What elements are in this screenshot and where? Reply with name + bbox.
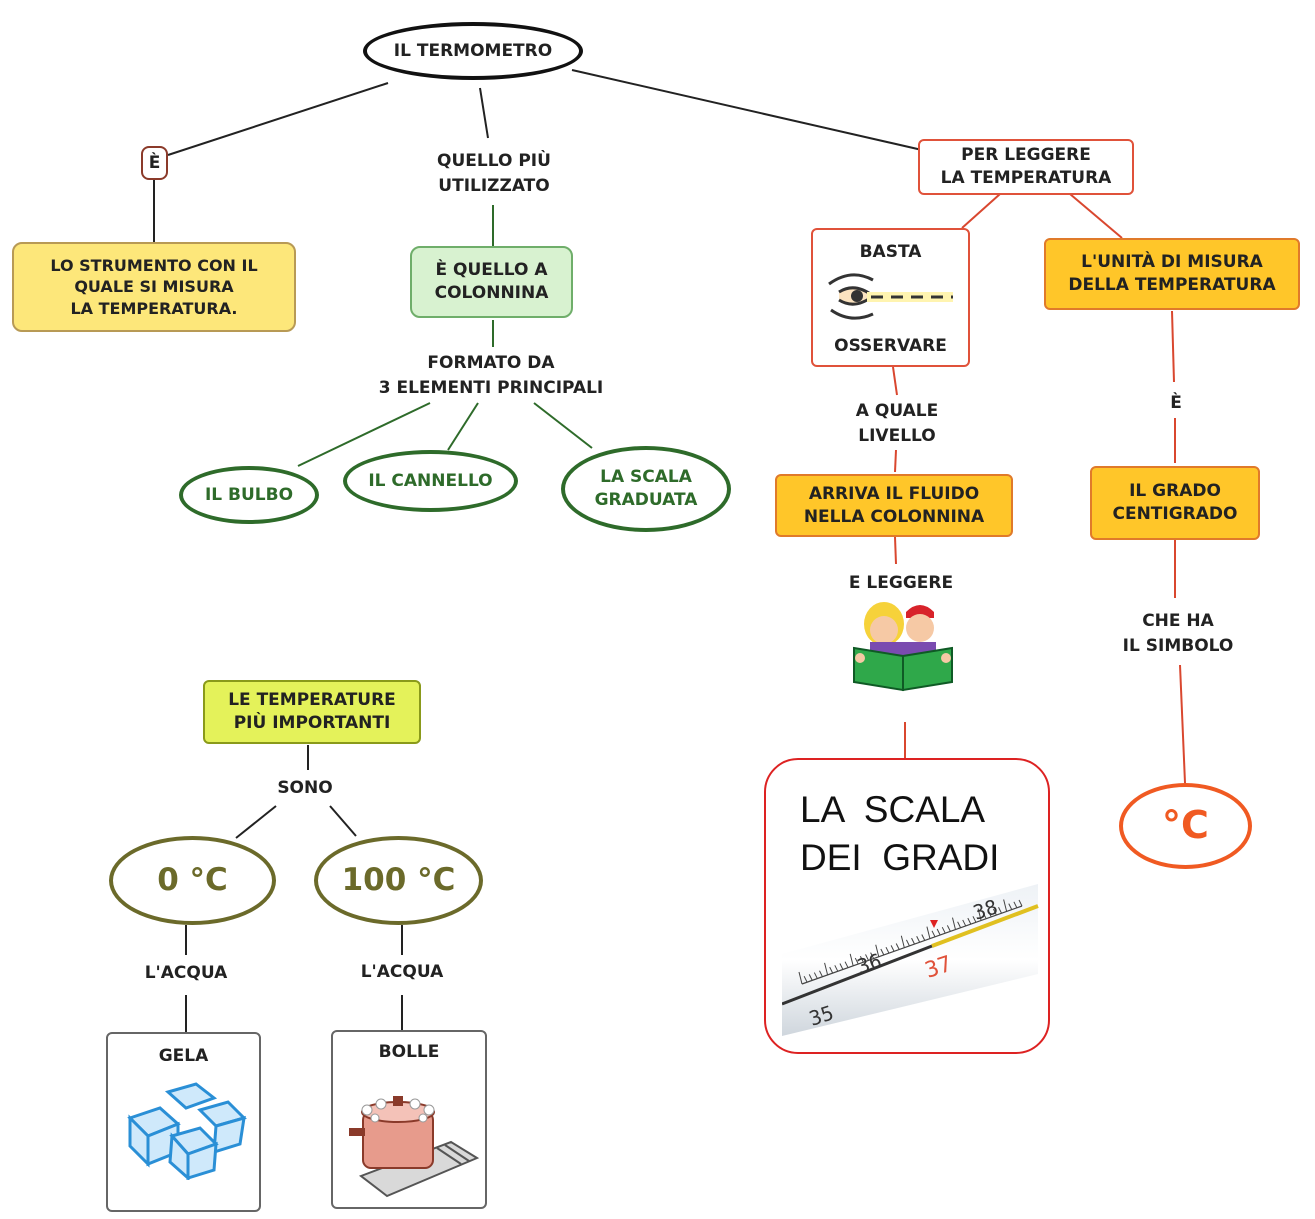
unit-box: L'UNITÀ DI MISURA DELLA TEMPERATURA: [1044, 238, 1300, 310]
scale-box-title: LA SCALA DEI GRADI: [800, 789, 1000, 878]
thermometer-tick: [916, 936, 921, 943]
element-scala-graduata: LA SCALA GRADUATA: [561, 446, 731, 532]
link-e-left: È: [141, 146, 168, 180]
thermometer-tick: [859, 956, 864, 963]
thermometer-tick: [1008, 903, 1013, 910]
link-e-leggere: E LEGGERE: [848, 573, 954, 593]
thermometer-tick: [824, 962, 829, 976]
thermometer-tick: [834, 965, 839, 972]
thermometer-image: 35 36 37 38: [782, 884, 1039, 1036]
thermometer-tick: [967, 917, 972, 925]
thermometer-tick: [890, 945, 895, 952]
thermometer-tick: [854, 957, 859, 965]
definition-box: LO STRUMENTO CON IL QUALE SI MISURA LA T…: [12, 242, 296, 332]
thermometer-tick: [1003, 899, 1008, 912]
thermometer-tick: [926, 926, 931, 939]
important-temps-box: LE TEMPERATURE PIÙ IMPORTANTI: [203, 680, 421, 744]
observe-top-label: BASTA: [859, 242, 922, 262]
bolle-label: BOLLE: [378, 1042, 440, 1062]
thermometer-tick: [870, 952, 875, 959]
thermometer-tick: [900, 935, 905, 948]
gela-label: GELA: [158, 1046, 209, 1066]
thermometer-tick: [875, 944, 880, 957]
thermometer-tick: [921, 934, 926, 941]
thermometer-tick: [813, 972, 818, 979]
thermometer-tick: [962, 919, 967, 927]
bolle-box: BOLLE: [331, 1030, 487, 1209]
thermometer-tick: [957, 921, 962, 928]
thermometer-tick: [931, 930, 936, 938]
link-acqua-zero: L'ACQUA: [144, 963, 228, 983]
thermometer-tick: [803, 975, 808, 983]
root-node: IL TERMOMETRO: [363, 22, 583, 80]
thermometer-tick: [972, 916, 977, 923]
thermometer-tick: [952, 917, 956, 930]
thermometer-tick: [941, 926, 946, 934]
thermometer-tick: [992, 908, 997, 916]
thermometer-tick: [808, 974, 813, 981]
ice-cubes-icon: [127, 1082, 247, 1180]
thermometer-tick: [946, 925, 951, 932]
thermometer-tick: [1013, 901, 1018, 909]
link-a-quale-livello: A QUALE LIVELLO: [855, 401, 939, 446]
symbol-node: °C: [1119, 783, 1252, 869]
thermometer-tick: [849, 953, 854, 966]
purpose-box: PER LEGGERE LA TEMPERATURA: [918, 139, 1134, 195]
gela-box: GELA: [106, 1032, 261, 1212]
thermometer-tick: [987, 910, 992, 918]
thermometer-tick: [844, 961, 849, 968]
observe-bottom-label: OSSERVARE: [834, 336, 947, 356]
thermometer-tick: [911, 937, 916, 945]
thermometer-tick: [998, 907, 1002, 914]
eye-icon: [828, 273, 953, 320]
thermometer-tick: [936, 928, 941, 936]
link-e-right: È: [1170, 393, 1182, 413]
hundred-degree-node: 100 °C: [314, 836, 483, 925]
thermometer-tick: [905, 939, 910, 947]
thermometer-tick: [982, 912, 987, 919]
thermometer-tick: [798, 971, 803, 985]
observe-box: BASTA OSSERVARE: [811, 228, 970, 367]
zero-degree-node: 0 °C: [109, 836, 276, 925]
link-sono: SONO: [277, 778, 333, 798]
thermometer-tick: [895, 943, 900, 950]
link-quello-piu-utilizzato: QUELLO PIÙ UTILIZZATO: [437, 151, 551, 196]
boiling-pot-icon: [349, 1096, 480, 1198]
thermometer-tick: [819, 970, 823, 977]
degree-box: IL GRADO CENTIGRADO: [1090, 466, 1260, 540]
thermometer-tick: [1018, 899, 1023, 907]
thermometer-tick: [977, 908, 982, 921]
root-label: IL TERMOMETRO: [393, 40, 553, 61]
element-bulbo: IL BULBO: [179, 466, 319, 524]
thermometer-tick: [865, 954, 869, 961]
fluid-box: ARRIVA IL FLUIDO NELLA COLONNINA: [775, 474, 1013, 537]
scale-box: LA SCALA DEI GRADI 35 36 37 38: [764, 758, 1050, 1054]
reading-people-icon: [853, 602, 953, 692]
thermometer-tick: [829, 966, 834, 974]
link-che-ha-il-simbolo: CHE HA IL SIMBOLO: [1122, 611, 1234, 656]
thermometer-tick: [880, 948, 885, 956]
element-cannello: IL CANNELLO: [343, 450, 518, 512]
link-acqua-hundred: L'ACQUA: [360, 962, 444, 982]
link-formato-da: FORMATO DA 3 ELEMENTI PRINCIPALI: [378, 353, 604, 398]
colonnina-box: È QUELLO A COLONNINA: [410, 246, 573, 318]
thermometer-tick: [885, 946, 890, 954]
thermometer-tick: [839, 963, 844, 970]
